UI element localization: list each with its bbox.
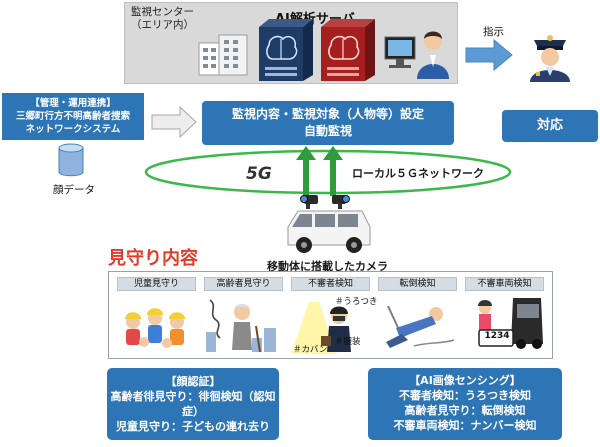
card-title: 不審車両検知 [465, 277, 544, 291]
tag-bag: ＃カバン [293, 345, 328, 355]
card-title: 転倒検知 [378, 277, 457, 291]
ai-image-sensing-box: 【AI画像センシング】 不審者検知：うろつき検知 高齢者見守り：転倒検知 不審車… [368, 368, 562, 440]
ai-sensing-line3: 不審車両検知：ナンバー検知 [393, 419, 537, 432]
5g-logo: 5G [246, 164, 272, 184]
network-ellipse [144, 149, 512, 195]
face-recognition-line2: 児童見守り：子どもの連れ去り [116, 420, 270, 433]
database-icon [58, 143, 84, 177]
monitoring-settings-box: 監視内容・監視対象（人物等）設定 自動監視 [202, 101, 454, 145]
card-title: 高齢者見守り [204, 277, 283, 291]
children-icon [125, 308, 185, 348]
vehicle-camera-label: 移動体に搭載したカメラ [267, 260, 388, 273]
left-box-line1: 【管理・運用連携】 [30, 98, 116, 109]
card-suspicious-person: 不審者検知 ＃うろつき ＃カバン ＃服装 [291, 277, 378, 355]
face-recognition-line1: 高齢者徘見守り：徘徊検知（認知症） [110, 390, 276, 418]
tag-loitering: ＃うろつき [335, 297, 378, 307]
watching-contents-panel: 児童見守り 高齢者見守り 不審者検 [108, 271, 553, 359]
ai-server-blue-icon [259, 19, 313, 81]
building-icon [198, 34, 248, 76]
local-5g-network-label: ローカル５Ｇネットワーク [352, 167, 484, 180]
missing-elderly-network-system-box: 【管理・運用連携】 三郷町行方不明高齢者捜索 ネットワークシステム [2, 93, 144, 140]
instruction-label: 指示 [483, 26, 504, 38]
card-title: 不審者検知 [291, 277, 370, 291]
ai-sensing-line1: 不審者検知：うろつき検知 [399, 389, 531, 402]
police-officer-icon [530, 35, 570, 82]
operator-icon [384, 31, 449, 79]
face-data-label: 顔データ [53, 184, 95, 196]
response-box: 対応 [502, 110, 598, 142]
left-box-line3: ネットワークシステム [25, 124, 121, 135]
card-elderly-watch: 高齢者見守り [204, 277, 283, 354]
uplink-arrows [296, 146, 343, 196]
license-plate-number: 1234 [484, 331, 510, 341]
ai-server-red-icon [321, 19, 375, 81]
suspicious-vehicle-icon [478, 298, 543, 349]
suspicious-person-icon [291, 302, 351, 354]
left-box-line2: 三郷町行方不明高齢者捜索 [15, 111, 130, 122]
arrow-right-left [151, 105, 197, 139]
arrow-right-instruct [465, 38, 513, 72]
monitoring-center-label: 監視センター （エリア内） [131, 6, 194, 31]
monitoring-center-panel: 監視センター （エリア内） AI解析サーバ [124, 2, 458, 84]
card-child-watch: 児童見守り [117, 277, 196, 354]
elderly-icon [206, 299, 276, 353]
monitoring-settings-line2: 自動監視 [303, 124, 352, 138]
fallen-person-icon [386, 305, 455, 348]
ai-sensing-title: 【AI画像センシング】 [409, 374, 521, 387]
camera-car-icon [287, 195, 371, 253]
watching-contents-title: 見守り内容 [108, 248, 198, 269]
ai-sensing-line2: 高齢者見守り：転倒検知 [404, 404, 526, 417]
face-recognition-title: 【顔認証】 [165, 375, 221, 388]
card-title: 児童見守り [117, 277, 196, 291]
monitoring-settings-line1: 監視内容・監視対象（人物等）設定 [231, 107, 424, 121]
card-suspicious-vehicle: 不審車両検知 1234 [465, 277, 544, 354]
face-recognition-box: 【顔認証】 高齢者徘見守り：徘徊検知（認知症） 児童見守り：子どもの連れ去り [107, 368, 279, 440]
card-fall-detection: 転倒検知 [378, 277, 457, 354]
tag-clothing: ＃服装 [335, 337, 361, 347]
